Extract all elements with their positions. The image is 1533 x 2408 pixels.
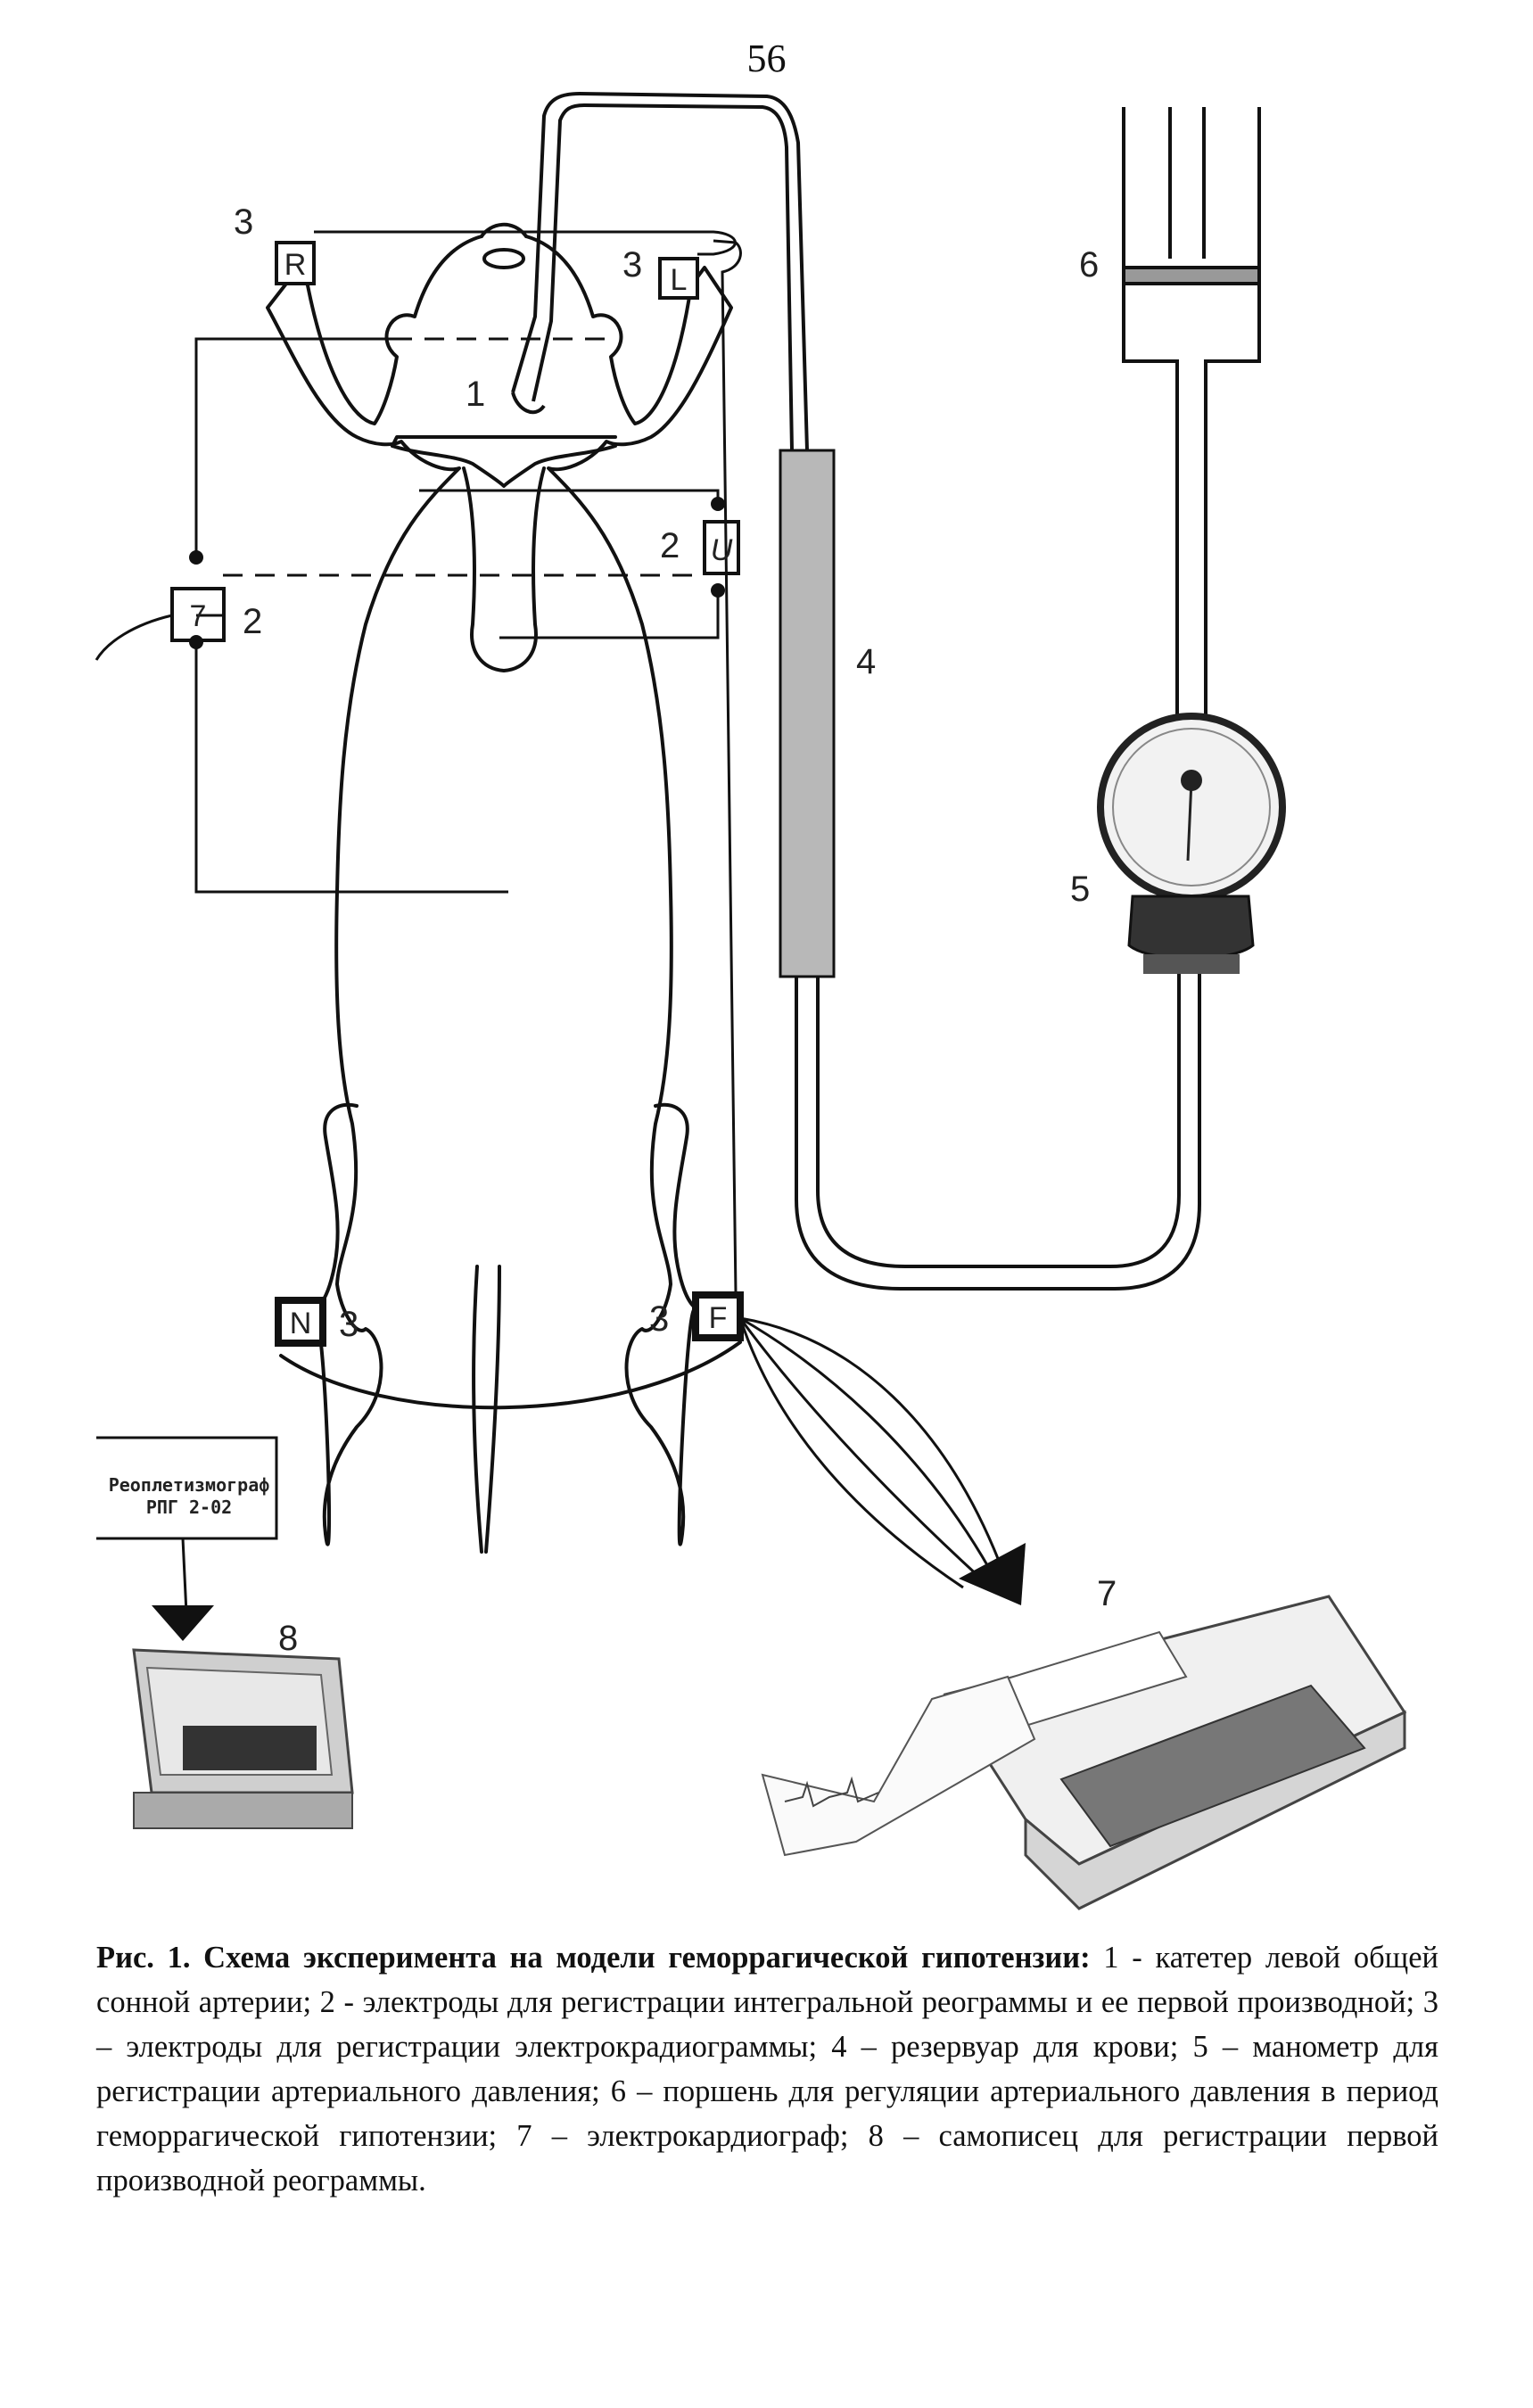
label-1-catheter: 1 [466, 375, 485, 414]
ecg-device-photo [761, 1595, 1407, 1910]
electrode-box-U [703, 520, 740, 575]
label-4-reservoir: 4 [856, 642, 876, 681]
label-7-ecg: 7 [1097, 1574, 1117, 1613]
box-7-text: 7 [190, 599, 207, 633]
rheoplethysmograph-box: Реоплетизмограф РПГ 2-02 [96, 1436, 278, 1540]
device-name-line2: РПГ 2-02 [146, 1497, 232, 1518]
caption-title: Рис. 1. Схема эксперимента на модели гем… [96, 1941, 1091, 1975]
page-number: 56 [746, 37, 787, 80]
manometer [1097, 713, 1286, 974]
rat-outline [266, 235, 483, 1546]
label-3-N: 3 [339, 1305, 359, 1344]
label-3-F: 3 [649, 1299, 669, 1339]
box-L-text: L [671, 263, 688, 297]
label-3-R: 3 [234, 202, 253, 242]
electrode-box-R [275, 241, 316, 285]
box-F-text: F [709, 1301, 728, 1335]
label-3-L: 3 [622, 245, 642, 285]
recorder-photo [132, 1648, 354, 1829]
label-2-right: 2 [660, 526, 680, 565]
experiment-diagram: Реоплетизмограф РПГ 2-02 3 3 1 2 2 4 5 6… [95, 91, 1407, 1910]
figure-caption: Рис. 1. Схема эксперимента на модели гем… [96, 1935, 1438, 2203]
catheter-tube [511, 91, 809, 451]
box-U-text: U [711, 533, 733, 567]
blood-reservoir [779, 449, 836, 978]
label-2-left: 2 [243, 602, 262, 641]
label-6-piston: 6 [1079, 245, 1099, 285]
device-name-line1: Реоплетизмограф [109, 1474, 270, 1496]
electrode-box-F [692, 1291, 744, 1341]
box-N-text: N [290, 1307, 312, 1340]
piston [1122, 107, 1261, 740]
electrode-box-L [658, 257, 699, 300]
label-8-recorder: 8 [278, 1619, 298, 1658]
electrode-box-N [275, 1297, 326, 1347]
label-5-manometer: 5 [1070, 870, 1090, 909]
box-R-text: R [284, 248, 307, 282]
caption-text: 1 - катетер левой общей сонной артерии; … [96, 1941, 1438, 2198]
